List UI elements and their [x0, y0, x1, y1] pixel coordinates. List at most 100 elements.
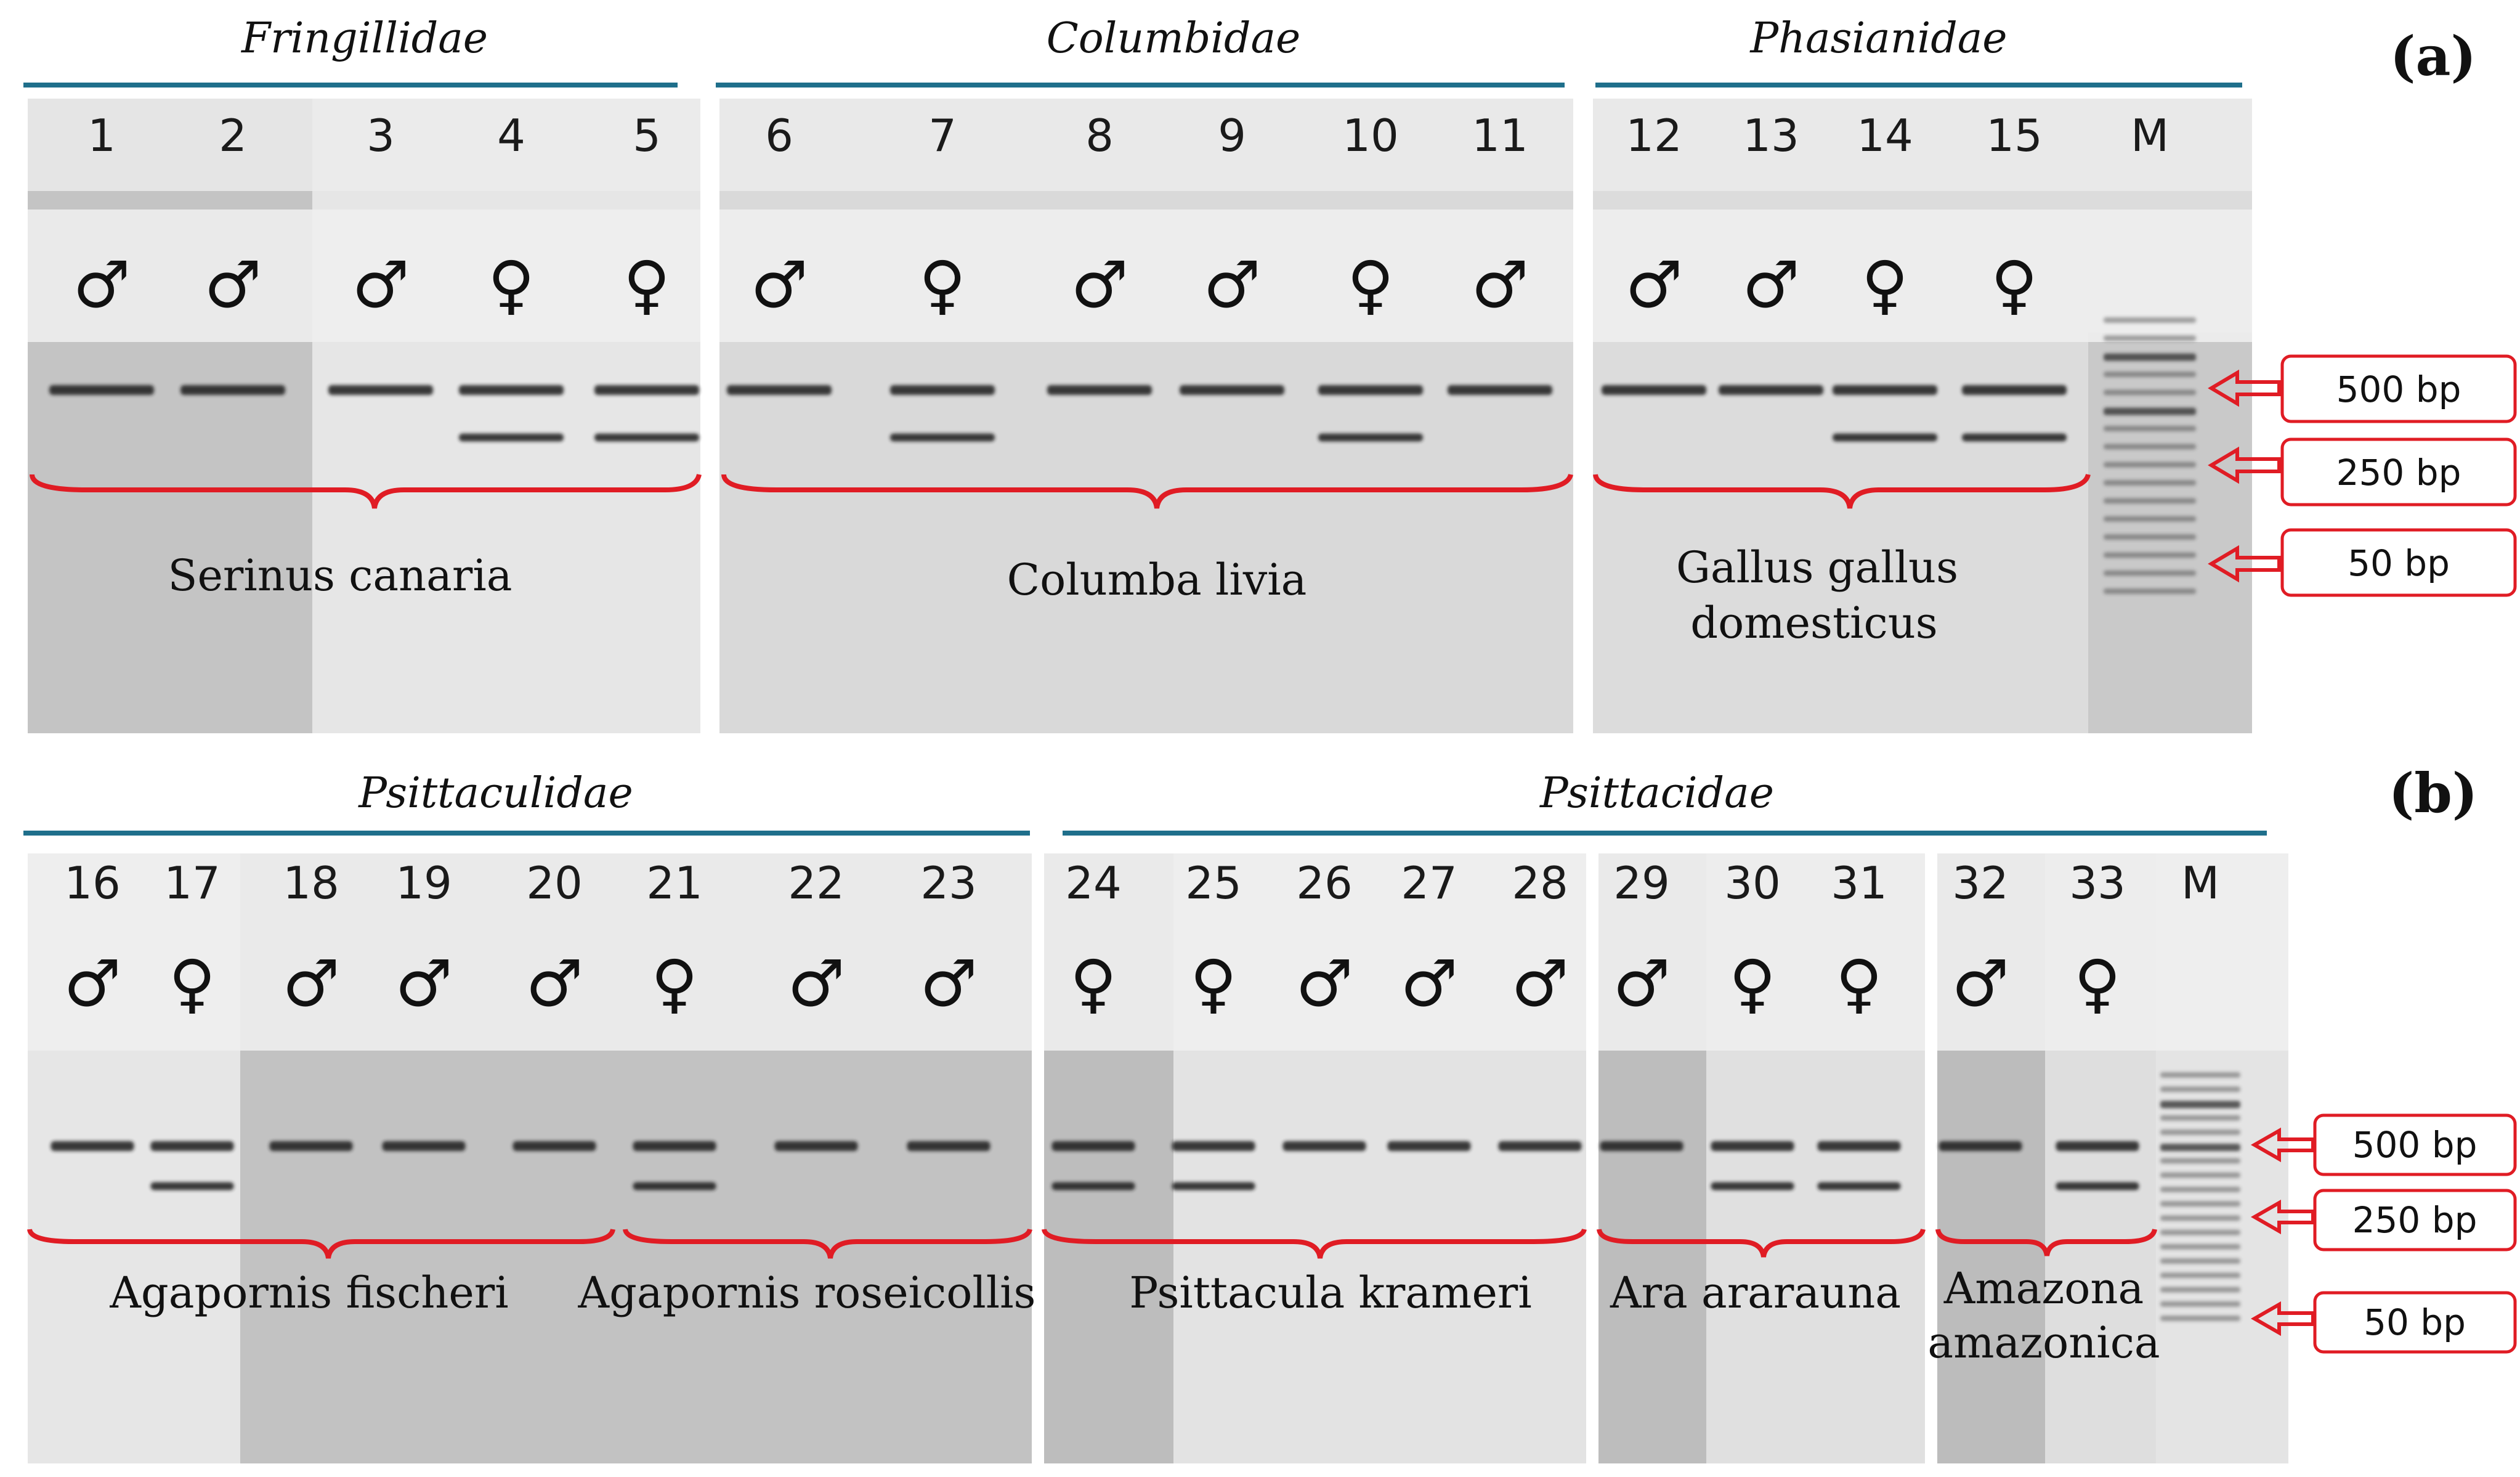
species-serinus-canaria: Serinus canaria: [168, 550, 513, 601]
band-zw: [1047, 385, 1152, 395]
bp-label-250-a: 250 bp: [2336, 452, 2461, 494]
male-symbol-icon: ♂: [1203, 247, 1260, 322]
bp-marker-250-b: 250 bp: [2250, 1189, 2517, 1251]
ladder-band: [2160, 1272, 2240, 1279]
arrow-500-a: [2208, 369, 2281, 407]
ladder-band: [2160, 1316, 2240, 1321]
bp-label-250-b: 250 bp: [2352, 1199, 2477, 1241]
ladder-band: [2104, 570, 2196, 576]
arrow-250-a: [2208, 446, 2281, 484]
female-symbol-icon: ♀: [488, 247, 535, 322]
family-label-columbidae: Columbidae: [1047, 14, 1301, 63]
band-w: [1817, 1182, 1901, 1190]
ladder-band: [2104, 407, 2196, 415]
ladder-band: [2104, 516, 2196, 522]
lane-number: 11: [1472, 110, 1528, 161]
male-symbol-icon: ♂: [920, 946, 977, 1021]
lane-number: 9: [1218, 110, 1246, 161]
lane-number: 19: [395, 857, 452, 909]
bp-label-500-b: 500 bp: [2352, 1124, 2477, 1166]
lane-number: 32: [1952, 857, 2009, 909]
female-symbol-icon: ♀: [1862, 247, 1908, 322]
male-symbol-icon: ♂: [1625, 247, 1682, 322]
female-symbol-icon: ♀: [1347, 247, 1394, 322]
ladder-band: [2160, 1172, 2240, 1178]
arrow-50-b: [2250, 1301, 2315, 1337]
ladder-band: [2160, 1158, 2240, 1164]
ladder-band: [2160, 1201, 2240, 1207]
male-symbol-icon: ♂: [1613, 946, 1670, 1021]
species-psittacula-krameri: Psittacula krameri: [1129, 1267, 1531, 1318]
bp-marker-50-a: 50 bp: [2208, 528, 2517, 597]
band-w: [150, 1182, 234, 1190]
male-symbol-icon: ♂: [525, 946, 583, 1021]
band-zw: [727, 385, 832, 395]
lane-number: 23: [920, 857, 977, 909]
ladder-band: [2104, 534, 2196, 540]
male-symbol-icon: ♂: [352, 247, 409, 322]
male-symbol-icon: ♂: [73, 247, 130, 322]
bp-marker-250-a: 250 bp: [2208, 437, 2517, 507]
band-zw: [180, 385, 285, 395]
band-zw: [1817, 1141, 1901, 1151]
lane-number: 24: [1065, 857, 1122, 909]
ladder-bands-b: [2160, 1072, 2240, 1321]
male-symbol-icon: ♂: [1951, 946, 2009, 1021]
ladder-band: [2104, 588, 2196, 594]
lane-number: 17: [164, 857, 221, 909]
species-ara-ararauna: Ara ararauna: [1610, 1267, 1901, 1318]
female-symbol-icon: ♀: [1991, 247, 2038, 322]
female-symbol-icon: ♀: [2074, 946, 2121, 1021]
lane-number: 15: [1986, 110, 2043, 161]
male-symbol-icon: ♂: [787, 946, 845, 1021]
ladder-band: [2104, 480, 2196, 486]
ladder-band: [2104, 552, 2196, 558]
lane-number: 13: [1743, 110, 1799, 161]
male-symbol-icon: ♂: [204, 247, 261, 322]
lane-number: 31: [1831, 857, 1887, 909]
lane-number: 29: [1613, 857, 1670, 909]
lane-number: 21: [646, 857, 703, 909]
gap-b3: [1925, 847, 1937, 1470]
lane-number: 2: [219, 110, 247, 161]
female-symbol-icon: ♀: [169, 946, 216, 1021]
gel-block-a1-dark: [28, 99, 312, 733]
band-zw: [1602, 385, 1706, 395]
band-zw: [382, 1141, 466, 1151]
band-zw: [774, 1141, 858, 1151]
species-domesticus: domesticus: [1690, 598, 1937, 648]
arrow-50-a: [2208, 545, 2281, 583]
band-zw: [1282, 1141, 1366, 1151]
bp-box-250-b: [2313, 1189, 2517, 1251]
bp-marker-50-b: 50 bp: [2250, 1291, 2517, 1354]
header-strip-a: [28, 99, 2252, 191]
brace-psittacula: [1042, 1228, 1587, 1259]
male-symbol-icon: ♂: [1071, 247, 1128, 322]
ladder-band: [2104, 335, 2196, 341]
female-symbol-icon: ♀: [1070, 946, 1117, 1021]
bp-marker-500-a: 500 bp: [2208, 354, 2517, 423]
species-columba-livia: Columba livia: [1007, 555, 1307, 605]
lane-number: 25: [1185, 857, 1242, 909]
ladder-bands-a: [2104, 317, 2196, 594]
ladder-band: [2104, 444, 2196, 450]
ladder-band: [2104, 317, 2196, 323]
lane-number: 1: [87, 110, 116, 161]
ladder-band: [2160, 1144, 2240, 1152]
ladder-band: [2160, 1301, 2240, 1307]
species-amazonica: amazonica: [1927, 1317, 2160, 1368]
ladder-band: [2160, 1258, 2240, 1264]
lane-number: 18: [283, 857, 339, 909]
ladder-band: [2160, 1229, 2240, 1235]
band-w: [1711, 1182, 1794, 1190]
lane-number: 33: [2069, 857, 2126, 909]
band-zw: [1833, 385, 1937, 395]
header-strip-b: [28, 853, 2288, 1051]
lane-number: 14: [1857, 110, 1913, 161]
band-zw: [1600, 1141, 1683, 1151]
brace-amazona: [1935, 1228, 2157, 1256]
band-zw: [1051, 1141, 1135, 1151]
gap-a1: [700, 92, 719, 739]
band-zw: [1939, 1141, 2022, 1151]
ladder-band: [2160, 1086, 2240, 1092]
